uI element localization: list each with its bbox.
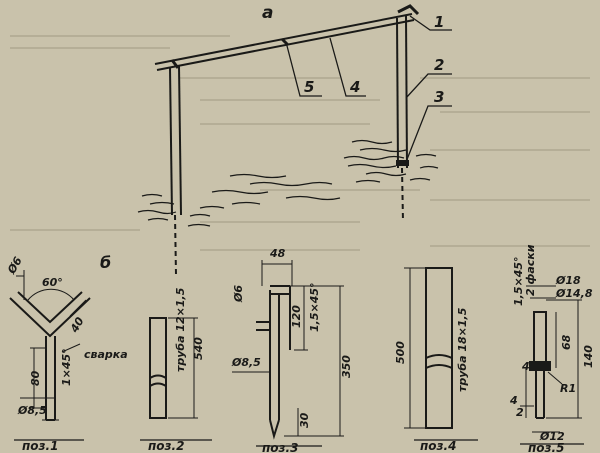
pos5-l4b: 4 <box>509 394 518 407</box>
right-post <box>396 15 409 223</box>
pos2-pipe-spec: труба 12×1,5 <box>174 287 187 372</box>
pos5-d18: Ø18 <box>555 274 581 287</box>
pos5-chamfers: 2 фаски <box>524 244 537 296</box>
callout-2: 2 <box>434 56 444 74</box>
pos2-length: 540 <box>192 337 205 360</box>
figure-a-frame: а <box>137 3 452 276</box>
pos1-angle: 60° <box>42 276 63 289</box>
post-stopper <box>396 160 409 166</box>
pos3-l30: 30 <box>298 412 311 428</box>
pos4-pipe-outline <box>425 267 453 429</box>
left-post <box>169 65 182 276</box>
pos3-d6: Ø6 <box>232 285 245 303</box>
figure-a-letter: а <box>262 3 273 23</box>
pos5-bushing-outline <box>529 311 551 419</box>
pos3-l350: 350 <box>340 355 353 378</box>
pos2-caption: поз.2 <box>148 439 184 453</box>
part-pos4: 500 труба 18×1,5 поз.4 <box>394 267 478 453</box>
pos1-diam-top: Ø6 <box>5 254 25 276</box>
pos3-caption: поз.3 <box>262 441 298 453</box>
pos2-pipe-outline <box>149 317 167 419</box>
pos5-l2: 2 <box>516 406 524 419</box>
pos5-d12: Ø12 <box>539 430 565 443</box>
pos5-chamfer: 1,5×45° <box>512 256 525 306</box>
pos3-chamfer: 1,5×45° <box>308 282 321 332</box>
pos4-length: 500 <box>394 341 407 364</box>
pos5-l140: 140 <box>582 345 595 368</box>
callout-5: 5 <box>304 78 314 96</box>
pos1-caption: поз.1 <box>22 439 58 453</box>
pos4-caption: поз.4 <box>420 439 456 453</box>
pos5-d148: Ø14,8 <box>555 287 593 300</box>
part-pos3: 48 Ø6 120 1,5×45° Ø8,5 350 30 поз.3 <box>231 247 353 453</box>
pos3-rod-outline <box>256 285 291 440</box>
pos1-weld: сварка <box>84 348 128 361</box>
pos5-r1: R1 <box>560 382 576 395</box>
callout-1: 1 <box>434 13 444 31</box>
crossbar-pipe <box>154 4 420 71</box>
pos1-bracket-outline <box>9 291 91 421</box>
pos1-height: 80 <box>29 370 42 386</box>
part-pos1: Ø6 60° 40 сварка 80 1×45° Ø8,5 поз.1 <box>5 254 128 453</box>
callout-leaders <box>285 15 452 163</box>
part-pos2: труба 12×1,5 540 поз.2 <box>140 287 212 453</box>
pos5-caption: поз.5 <box>528 441 564 453</box>
pos3-width48: 48 <box>269 247 286 260</box>
pos4-pipe-spec: труба 18×1,5 <box>456 307 469 392</box>
pos1-diam-bottom: Ø8,5 <box>17 404 47 417</box>
pos3-l120: 120 <box>290 305 303 328</box>
ground-hatching <box>137 139 439 227</box>
callout-4: 4 <box>349 78 360 96</box>
pos1-chamfer: 1×45° <box>60 348 73 386</box>
callout-3: 3 <box>434 88 444 106</box>
background-text-texture <box>10 35 590 251</box>
pos5-l4a: 4 <box>521 360 530 373</box>
part-pos5: 1,5×45° 2 фаски Ø18 Ø14,8 68 140 4 R1 4 … <box>509 244 595 453</box>
figure-b-letter: б <box>100 253 111 272</box>
pos5-l68: 68 <box>560 334 573 350</box>
pos3-d85: Ø8,5 <box>231 356 261 369</box>
